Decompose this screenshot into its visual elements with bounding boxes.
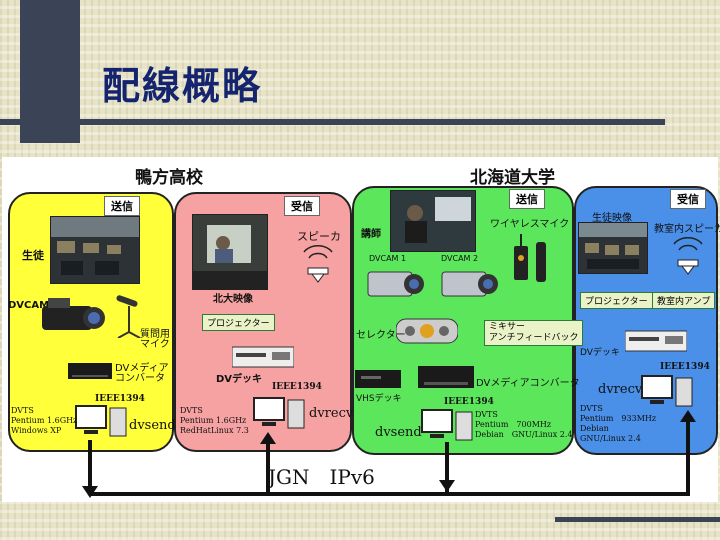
label-hokudai-video: 北大映像	[213, 294, 253, 305]
pc-icon	[253, 397, 305, 429]
pc-icon	[75, 405, 127, 437]
label-converter-left: DVメディア コンバータ	[115, 363, 169, 384]
label-dvcam-1: DVCAM 1	[369, 254, 407, 263]
projector-box-right: プロジェクター	[580, 292, 653, 309]
projector-box-left: プロジェクター	[202, 314, 275, 331]
label-converter-right: DVメディアコンバータ	[476, 378, 580, 389]
tag-right-recv: 受信	[670, 189, 706, 209]
label-student-video: 生徒映像	[592, 213, 632, 224]
right-site-name: 北海道大学	[470, 168, 555, 188]
label-selector: セレクター	[356, 330, 406, 341]
spec-left-recv: DVTS Pentium 1.6GHz RedHatLinux 7.3	[180, 406, 249, 435]
microphone-icon	[116, 295, 141, 338]
dv-deck-right-icon	[625, 330, 687, 352]
camcorder-1-icon	[367, 271, 424, 297]
spec-left-send: DVTS Pentium 1.6GHz Windows XP	[11, 406, 78, 435]
slide-title: 配線概略	[102, 64, 263, 108]
remote-video-photo	[192, 214, 268, 290]
pc-name-right-send: dvsend	[375, 425, 422, 440]
pc-name-left-recv: dvrecv	[309, 406, 354, 421]
tag-right-send: 送信	[509, 189, 545, 209]
classroom-photo	[50, 216, 140, 284]
pc-icon	[421, 409, 473, 441]
student-video-photo	[578, 222, 648, 274]
label-wireless-mic: ワイヤレスマイク	[490, 219, 570, 230]
label-ieee-left-send: IEEE1394	[95, 394, 145, 404]
label-vhs: VHSデッキ	[356, 394, 402, 404]
arrowhead-up-icon	[260, 432, 276, 444]
network-line	[90, 492, 690, 496]
tag-left-recv: 受信	[284, 196, 320, 216]
network-label: JGN IPv6	[268, 465, 375, 489]
media-converter-right-icon	[418, 366, 474, 388]
arrowhead-up-icon	[680, 410, 696, 422]
label-ieee-right-recv: IEEE1394	[660, 362, 710, 372]
label-question-mic: 質問用 マイク	[140, 329, 170, 350]
arrowhead-down-icon	[82, 486, 98, 498]
label-ieee-left-recv: IEEE1394	[272, 382, 322, 392]
decor-bottom-line	[555, 517, 720, 522]
label-dv-deck-right: DVデッキ	[580, 348, 620, 358]
classroom-speaker-icon	[673, 237, 703, 275]
selector-icon	[396, 318, 458, 344]
arrow-left-recv-up	[266, 442, 270, 494]
label-dvcam-2: DVCAM 2	[441, 254, 479, 263]
wireless-mic-icon	[514, 234, 546, 282]
left-site-name: 鴨方高校	[135, 168, 203, 188]
label-classroom-speaker: 教室内スピーカ	[654, 224, 720, 235]
decor-horizontal-line	[0, 119, 665, 125]
arrowhead-down-icon	[439, 480, 455, 492]
lecturer-photo	[390, 190, 476, 252]
vhs-deck-icon	[355, 370, 401, 388]
label-lecturer: 講師	[361, 229, 381, 240]
pc-name-right-recv: dvrecv	[598, 382, 643, 397]
mixer-box: ミキサー アンチフィードバック	[484, 320, 584, 346]
dv-deck-icon	[232, 346, 294, 368]
pc-name-left-send: dvsend	[129, 418, 176, 433]
label-dv-deck-left: DVデッキ	[216, 374, 263, 385]
camcorder-2-icon	[441, 271, 498, 297]
tag-left-send: 送信	[104, 196, 140, 216]
speaker-icon	[303, 245, 333, 283]
label-dvcam: DVCAM	[8, 300, 50, 311]
label-speaker-left: スピーカ	[297, 230, 341, 243]
arrow-right-recv-up	[686, 418, 690, 496]
amp-box: 教室内アンプ	[652, 292, 716, 309]
spec-right-recv: DVTS Pentium 933MHz Debian GNU/Linux 2.4	[580, 404, 657, 443]
arrow-left-send-down	[88, 440, 92, 494]
spec-right-send: DVTS Pentium 700MHz Debian GNU/Linux 2.4	[475, 410, 573, 439]
pc-icon	[641, 375, 693, 407]
camcorder-icon	[42, 298, 105, 330]
arrow-right-send-down	[445, 442, 449, 494]
label-student: 生徒	[22, 249, 44, 262]
label-ieee-right-send: IEEE1394	[444, 397, 494, 407]
media-converter-icon	[68, 363, 112, 379]
